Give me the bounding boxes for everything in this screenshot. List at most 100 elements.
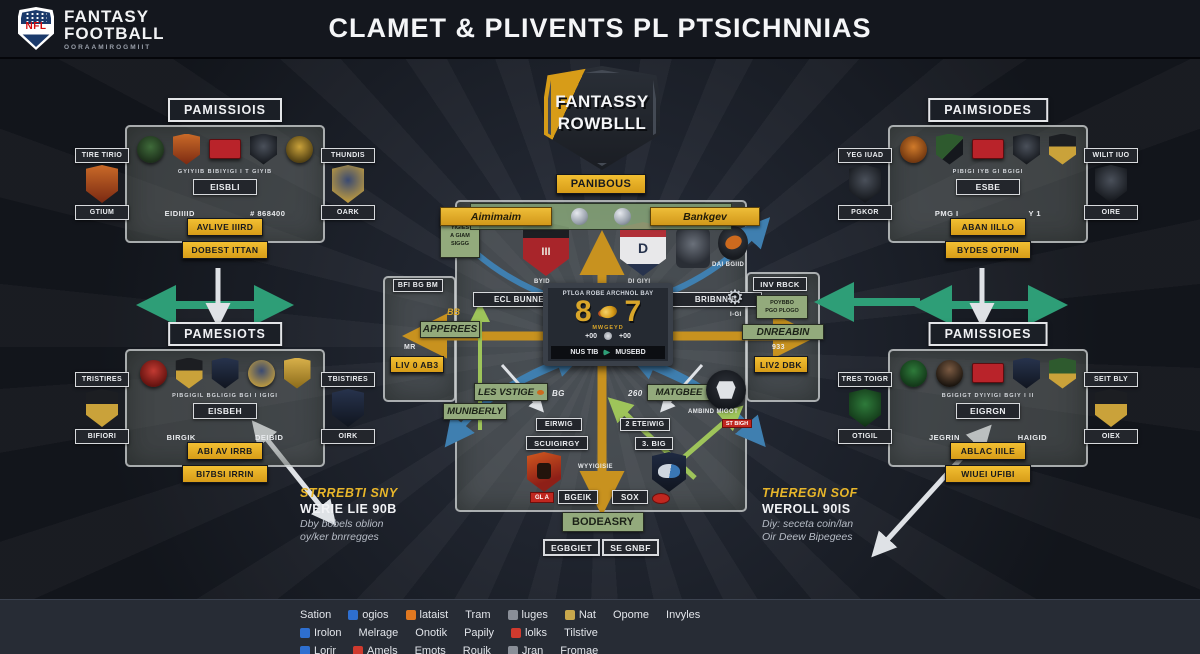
team-badge[interactable]	[936, 133, 963, 165]
panel-side-left: TRES TOIGR OTIGIL	[838, 372, 892, 444]
legend-item[interactable]: lataist	[405, 609, 448, 621]
primary-action-button[interactable]: ABLAC IIILE	[950, 442, 1026, 460]
panibous-banner[interactable]: PANIBOUS	[556, 174, 646, 194]
team-badge[interactable]	[250, 133, 277, 165]
side-team-badge[interactable]	[849, 165, 881, 203]
badge-caption: BGIGIGT DYIYIGI BGIY I II	[941, 393, 1035, 399]
legend-item[interactable]: Rouik	[462, 645, 491, 654]
bfi-label: BFI BG BM	[393, 279, 443, 292]
team-badge[interactable]	[972, 363, 1004, 383]
primary-action-button[interactable]: ABAN IILLO	[950, 218, 1026, 236]
team-badge[interactable]	[247, 359, 275, 387]
scuigirgy-label: SCUIGIRGY	[526, 436, 588, 450]
legend-item[interactable]: ogios	[348, 609, 389, 621]
legend-item[interactable]: Papily	[464, 627, 495, 639]
egbgiet-box[interactable]: EGBGIET	[543, 539, 600, 556]
team-badge[interactable]	[1013, 357, 1040, 389]
team-badge[interactable]	[175, 357, 203, 389]
white-double-arrow-left-annotation	[251, 420, 337, 526]
gear-caption: I-GI	[730, 312, 742, 318]
team-badge[interactable]	[936, 359, 963, 387]
ribbon-right[interactable]: Bankgev	[650, 207, 760, 226]
liv2-dbk-button[interactable]: LIV2 DBK	[754, 356, 808, 373]
legend-item[interactable]: Opome	[612, 609, 650, 621]
legend-item[interactable]: Irolon	[300, 627, 342, 639]
legend-swatch-icon	[300, 628, 310, 638]
globe-icon	[571, 208, 588, 225]
team-badge[interactable]	[209, 139, 241, 159]
legend-item[interactable]: Tilstive	[564, 627, 598, 639]
legend-item[interactable]: Amels	[353, 645, 398, 654]
team-badge[interactable]	[900, 135, 927, 163]
team-badge[interactable]	[900, 359, 927, 387]
team-badge[interactable]	[1049, 357, 1076, 389]
fire-football-icon	[598, 304, 618, 320]
primary-action-button[interactable]: AVLIVE IIIRD	[187, 218, 263, 236]
gear-icon[interactable]: ⚙	[726, 287, 744, 309]
team-badge[interactable]	[1013, 133, 1040, 165]
tiger-caption: AMBIND MIGOT	[688, 409, 739, 415]
secondary-action-button[interactable]: DOBEST ITTAN	[182, 241, 268, 259]
bodeasry-banner[interactable]: BODEASRY	[562, 512, 644, 532]
legend-item[interactable]: lolks	[511, 627, 547, 639]
team-badge[interactable]	[139, 359, 167, 387]
les-vstige-label: LES VSTIGE	[474, 383, 548, 401]
liv-0-ab3-button[interactable]: LIV 0 AB3	[390, 356, 444, 373]
legend-item[interactable]: Onotik	[415, 627, 448, 639]
team-badge[interactable]	[972, 139, 1004, 159]
orange-badge-caption: DAI BGIID	[712, 262, 745, 268]
side-team-badge[interactable]	[86, 389, 118, 427]
badge-row	[900, 356, 1076, 390]
fantasy-rowbll-logo: FANTASSY ROWBLLL	[544, 66, 660, 170]
team-badge[interactable]	[137, 135, 164, 163]
team-badge[interactable]	[283, 357, 311, 389]
team-badge[interactable]	[211, 357, 239, 389]
secondary-action-button[interactable]: BYDES OTPIN	[945, 241, 1031, 259]
side-team-badge[interactable]	[332, 389, 364, 427]
team-badge[interactable]	[173, 133, 200, 165]
legend-row-2: Irolon Melrage Onotik Papily lolks Tilst…	[300, 625, 598, 641]
badge-caption: GYIYIIB BIBIYIGI I T GIYIB	[177, 169, 273, 175]
panel-side-left: TRISTIRES BIFIORI	[75, 372, 129, 444]
side-team-badge[interactable]	[332, 165, 364, 203]
legend-swatch-icon	[353, 646, 364, 654]
ribbon-left[interactable]: Aimimaim	[440, 207, 552, 226]
legend-item[interactable]: Lorir	[300, 645, 336, 654]
legend-swatch-icon	[507, 646, 518, 654]
side-team-badge[interactable]	[1095, 389, 1127, 427]
team-badge[interactable]	[286, 135, 313, 163]
panel-mid-left: JEGRIN	[928, 433, 960, 442]
mini-football-icon	[536, 389, 544, 395]
legend-item[interactable]: Sation	[300, 609, 332, 621]
legend-item[interactable]: Invyles	[666, 609, 701, 621]
secondary-action-button[interactable]: BI7BSI IRRIN	[182, 465, 268, 483]
legend-item[interactable]: Fromae	[560, 645, 599, 654]
panel-side-right: WILIT IUO OIRE	[1084, 148, 1138, 220]
content-layer: FANTASSY ROWBLLL PANIBOUS Aimimaim Bankg…	[0, 57, 1200, 600]
annotation-line3: Oir Deew Bipegees	[762, 531, 853, 544]
team-badge[interactable]	[1049, 133, 1076, 165]
panel-side-right: TBISTIRES OIRK	[321, 372, 375, 444]
eteiwig-label: 2 ETEIWIG	[620, 418, 670, 431]
side-team-badge[interactable]	[1095, 165, 1127, 203]
primary-action-button[interactable]: ABI AV IRRB	[187, 442, 263, 460]
se-gnbf-box[interactable]: SE GNBF	[602, 539, 659, 556]
side-team-badge[interactable]	[849, 389, 881, 427]
legend-item[interactable]: Jran	[507, 645, 543, 654]
legend-item[interactable]: Emots	[414, 645, 446, 654]
secondary-action-button[interactable]: WIUEI UFIBI	[945, 465, 1031, 483]
side-sublabel: OARK	[321, 205, 375, 220]
legend-item[interactable]: Nat	[564, 609, 596, 621]
panel-side-left: TIRE TIRIO GTIUM	[75, 148, 129, 220]
legend-item[interactable]: luges	[507, 609, 548, 621]
mr-text: MR	[404, 344, 416, 351]
legend-item[interactable]: Melrage	[358, 627, 399, 639]
panel-header: PAMISSIOIS	[167, 98, 283, 122]
nfl-logo-text: NFL	[25, 21, 47, 32]
big3-label: 3. BIG	[635, 437, 673, 450]
side-team-badge[interactable]	[86, 165, 118, 203]
annotation-line1: WEROLL 90IS	[762, 502, 851, 517]
globe-icon	[614, 208, 631, 225]
right-infobox-line: PGO PLOGO	[765, 308, 799, 314]
legend-item[interactable]: Tram	[465, 609, 491, 621]
